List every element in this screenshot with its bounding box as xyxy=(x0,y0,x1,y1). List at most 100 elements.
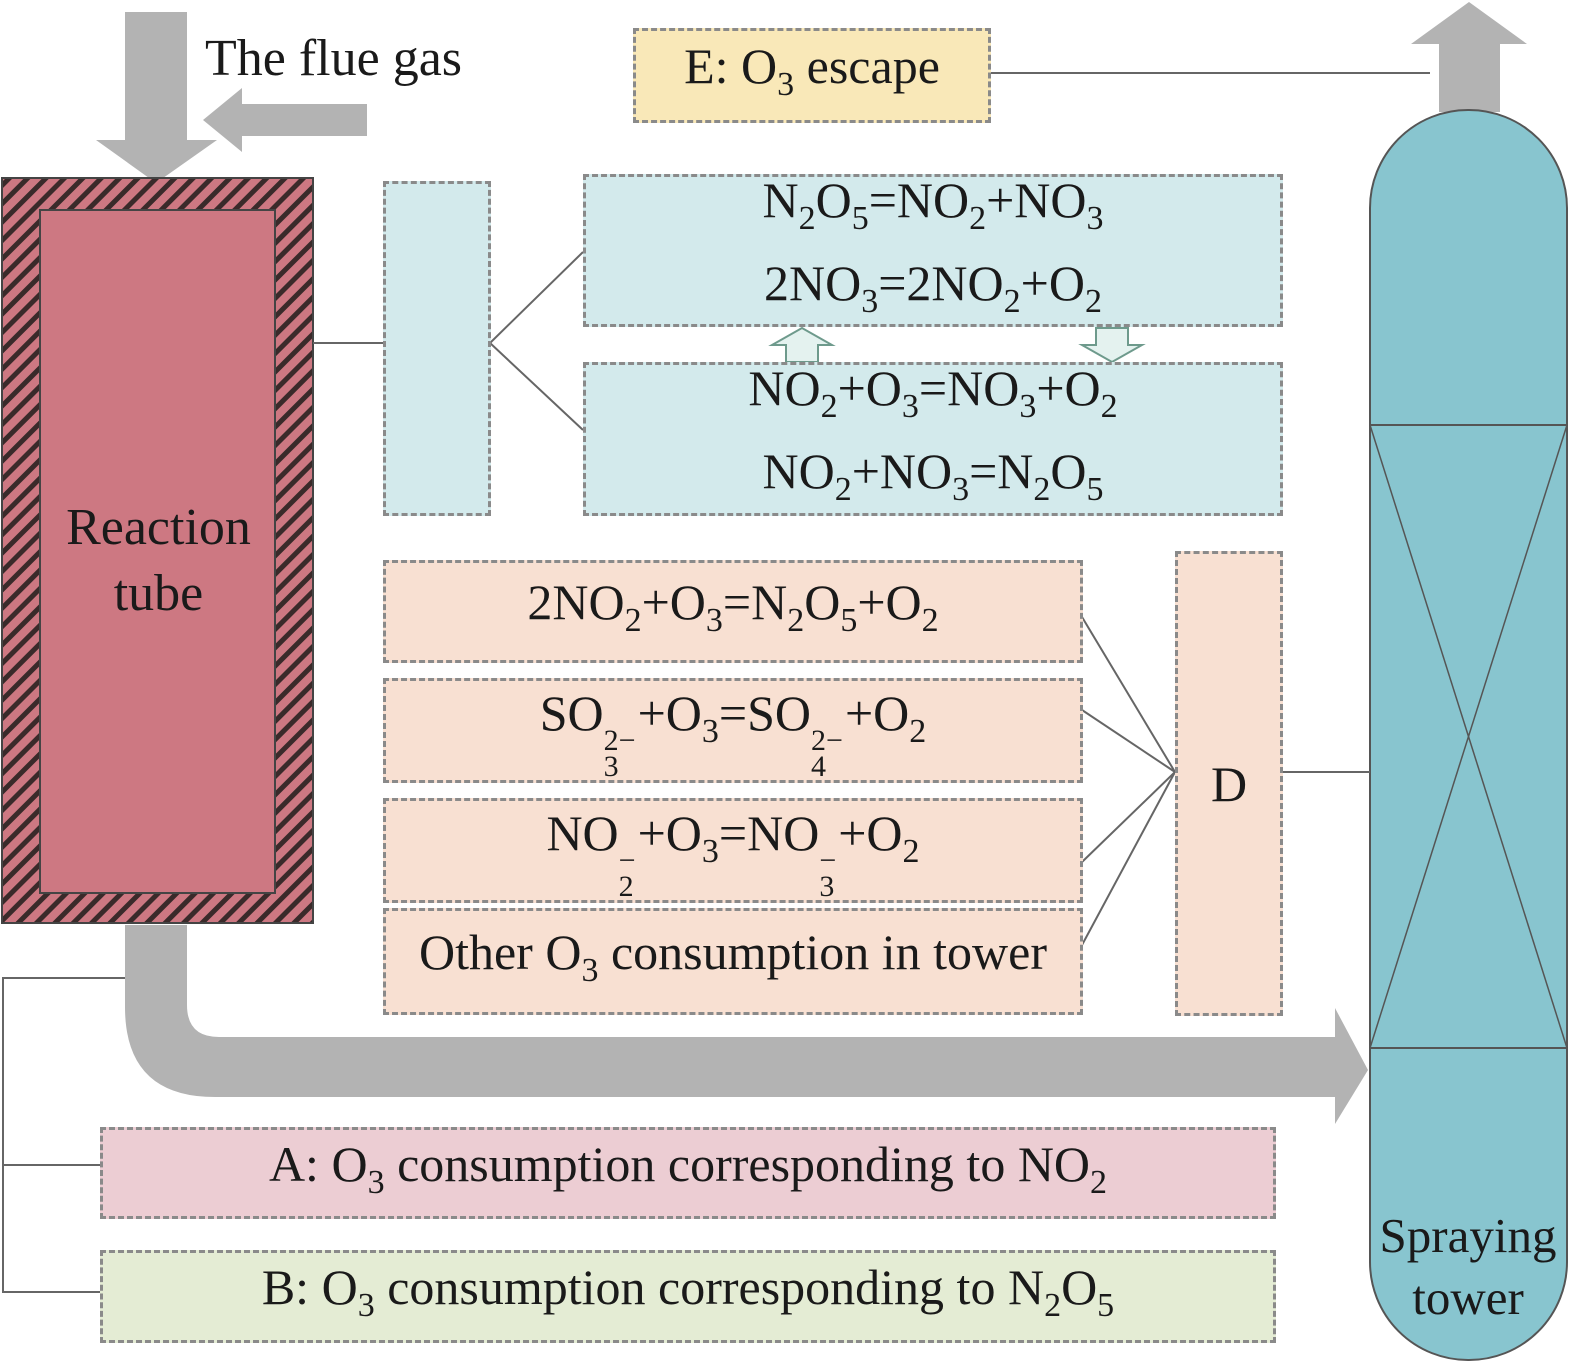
o3-escape-box: E: O3 escape xyxy=(633,28,991,123)
eq-sub: 3 xyxy=(701,833,719,870)
reaction-tube-label: Reaction tube xyxy=(40,495,277,627)
a-label: A: O3 consumption corresponding to NO2 xyxy=(269,1134,1107,1213)
connector-other-to-d xyxy=(1081,771,1176,946)
eq-sub: 5 xyxy=(840,602,858,639)
label-part: O xyxy=(1061,1259,1098,1315)
connector-eq7-to-d xyxy=(1081,771,1176,863)
eq-sub: 2 xyxy=(798,199,816,237)
eq-part: +O xyxy=(838,805,903,861)
eq-sub: 2 xyxy=(1100,388,1118,425)
equation-nitrite-ozone: NO−2+O3=NO−3+O2 xyxy=(546,801,920,903)
eq-sub: 3 xyxy=(901,388,919,425)
eq-sub: 3 xyxy=(861,282,879,320)
exhaust-up-arrow xyxy=(1411,2,1527,112)
eq-supsub: −2 xyxy=(619,846,636,902)
eq-sub: 2 xyxy=(1033,471,1051,508)
eq-part: +NO xyxy=(986,171,1087,228)
connector-eq6-to-d xyxy=(1081,709,1176,773)
tower-packing-diagonal-2 xyxy=(1369,424,1568,1049)
eq-sub: 3 xyxy=(819,870,835,903)
flue-gas-label: The flue gas xyxy=(205,30,463,87)
eq-part: +O xyxy=(844,685,910,741)
eq-sub: 5 xyxy=(1086,471,1104,508)
label-part: consumption corresponding to NO xyxy=(384,1135,1091,1192)
label-part: consumption in tower xyxy=(598,924,1047,980)
label-part: Other O xyxy=(418,924,582,980)
eq-sup: 2− xyxy=(603,724,636,757)
label-sub: 2 xyxy=(1044,1287,1062,1324)
eq-part: N xyxy=(762,171,799,228)
eq-part: +O xyxy=(637,805,702,861)
label-part: B: O xyxy=(261,1259,358,1315)
label-sub: 2 xyxy=(1090,1163,1108,1201)
o3-escape-label: E: O3 escape xyxy=(684,36,940,115)
eq-sub: 2 xyxy=(787,602,805,639)
eq-sup: 2− xyxy=(811,724,843,757)
eq-part: =NO xyxy=(718,805,820,861)
equation-no2-ozone: NO2+O3=NO3+O2 xyxy=(748,356,1117,439)
eq-part: +O xyxy=(857,574,922,630)
eq-sub: 2 xyxy=(624,602,642,639)
b-label: B: O3 consumption corresponding to N2O5 xyxy=(262,1257,1114,1336)
equation-2no2-ozone: 2NO2+O3=N2O5+O2 xyxy=(527,570,938,653)
connector-eq5-to-d xyxy=(1081,616,1176,773)
eq-supsub: −3 xyxy=(819,846,836,903)
label-part: consumption corresponding to N xyxy=(374,1259,1045,1315)
connector-tube-to-a xyxy=(2,977,125,1166)
spraying-tower-label-line-2: tower xyxy=(1412,1270,1524,1325)
eq-part: +O xyxy=(837,360,902,416)
eq-part: +NO xyxy=(851,443,953,499)
flue-gas-side-arrow xyxy=(203,88,367,152)
eq-part: +O xyxy=(637,685,702,741)
tower-reaction-box-1: 2NO2+O3=N2O5+O2 xyxy=(383,560,1083,663)
flue-gas-down-arrow xyxy=(96,12,217,183)
eq-part: O xyxy=(1050,443,1087,499)
eq-sub: 4 xyxy=(811,750,827,783)
eq-sub: 3 xyxy=(1019,388,1037,425)
tower-reaction-box-3: NO−2+O3=NO−3+O2 xyxy=(383,798,1083,903)
eq-part: NO xyxy=(546,805,619,861)
eq-sub: 2 xyxy=(909,713,927,750)
hollow-up-arrow xyxy=(768,326,836,363)
eq-sub: 3 xyxy=(701,713,719,750)
eq-sub: 3 xyxy=(952,471,970,508)
eq-sub: 2 xyxy=(902,833,920,870)
no2-consumption-a-box: A: O3 consumption corresponding to NO2 xyxy=(100,1127,1276,1219)
equation-n2o5-formation: NO2+NO3=N2O5 xyxy=(762,439,1103,522)
tower-consumption-d-box: D xyxy=(1175,551,1283,1016)
eq-sub: 3 xyxy=(603,750,619,783)
e-part: E: O xyxy=(684,38,778,94)
eq-part: 2NO xyxy=(527,574,625,630)
spraying-tower-label-line-1: Spraying xyxy=(1379,1208,1557,1263)
eq-part: =NO xyxy=(918,360,1020,416)
hollow-down-arrow xyxy=(1078,327,1146,364)
flue-gas-pipe-arrow xyxy=(125,925,1368,1124)
eq-sub: 3 xyxy=(1086,199,1104,237)
eq-part: NO xyxy=(748,360,821,416)
eq-part: O xyxy=(815,171,852,228)
eq-sub: 5 xyxy=(851,199,869,237)
e-part: escape xyxy=(794,38,940,94)
d-label: D xyxy=(1210,755,1248,812)
eq-part: 2NO xyxy=(764,254,862,311)
label-sub: 3 xyxy=(357,1287,375,1324)
eq-part: SO xyxy=(539,685,604,741)
eq-sub: 2 xyxy=(921,602,939,639)
eq-sub: 2 xyxy=(834,471,852,508)
eq-part: =NO xyxy=(868,171,970,228)
n2o5-consumption-b-box: B: O3 consumption corresponding to N2O5 xyxy=(100,1250,1276,1343)
eq-sub: 2 xyxy=(1084,282,1102,320)
eq-supsub: 2−4 xyxy=(811,724,843,783)
eq-sub: 2 xyxy=(820,388,838,425)
eq-part: =N xyxy=(722,574,788,630)
eq-sub: 2 xyxy=(1003,282,1021,320)
label-sub: 3 xyxy=(367,1163,385,1201)
tower-reaction-box-other: Other O3 consumption in tower xyxy=(383,908,1083,1015)
eq-part: NO xyxy=(762,443,835,499)
equation-no3-decomposition: 2NO3=2NO2+O2 xyxy=(764,251,1102,334)
label-part: A: O xyxy=(268,1135,368,1192)
eq-part: +O xyxy=(641,574,706,630)
eq-supsub: 2−3 xyxy=(603,724,636,783)
eq-part: O xyxy=(804,574,841,630)
